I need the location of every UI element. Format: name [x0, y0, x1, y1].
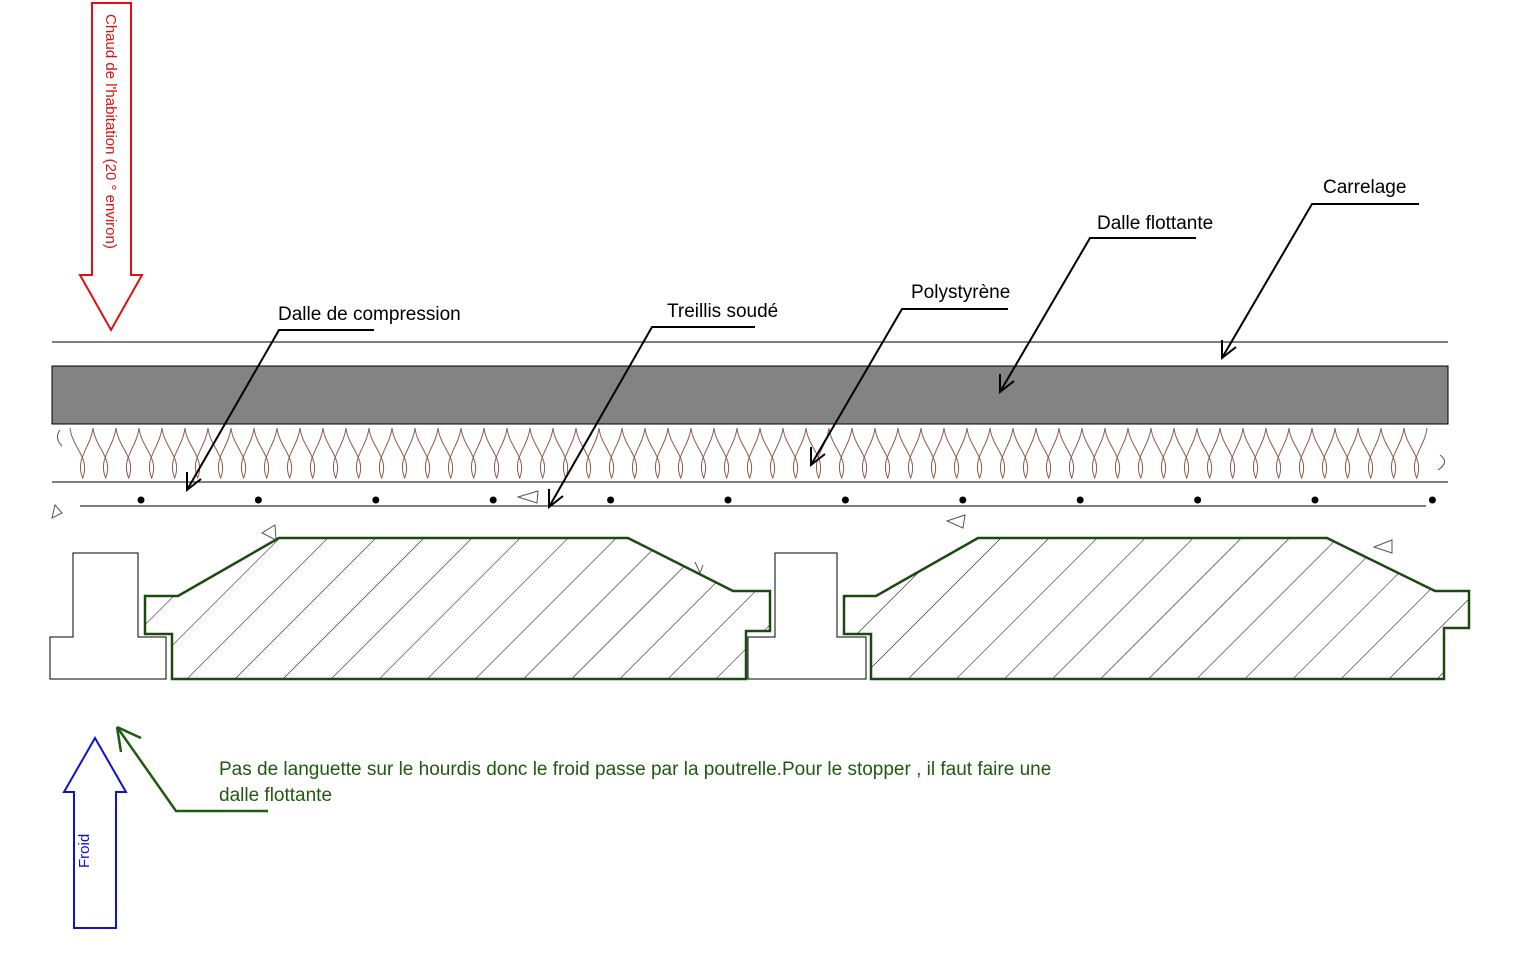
note-line-1: Pas de languette sur le hourdis donc le … — [219, 759, 1051, 780]
hourdis-right — [842, 536, 1471, 681]
leader-dalle-compression — [186, 329, 374, 493]
mesh-dot — [841, 496, 849, 504]
mesh-dot — [1311, 496, 1319, 504]
hot-arrow-label: Chaud de l'habitation (20 ° environ) — [102, 14, 119, 249]
polystyrene-layer — [52, 423, 1448, 483]
cold-arrow-label: Froid — [76, 834, 93, 868]
leader-carrelage — [1221, 203, 1419, 361]
mesh-dot — [959, 496, 967, 504]
label-carrelage: Carrelage — [1323, 177, 1406, 198]
mesh-dot — [724, 496, 732, 504]
leader-dalle-flottante — [999, 237, 1196, 395]
leader-treillis-soude — [548, 326, 755, 510]
poutrelle-left — [49, 552, 167, 680]
mesh-dot — [1194, 496, 1202, 504]
mesh-dot — [137, 496, 145, 504]
label-dalle-flottante: Dalle flottante — [1097, 213, 1213, 234]
leader-polystyrene — [810, 308, 1008, 468]
mesh-dot — [489, 496, 497, 504]
mesh-dot — [607, 496, 615, 504]
mesh-dot — [1076, 496, 1084, 504]
mesh-dot — [1428, 496, 1436, 504]
mesh-dot — [372, 496, 380, 504]
hourdis-left — [143, 536, 772, 681]
aggregate-marks — [51, 490, 1393, 575]
poutrelle-middle — [747, 552, 867, 680]
mesh-dot — [254, 496, 262, 504]
label-dalle-compression: Dalle de compression — [278, 304, 461, 325]
hot-arrow — [78, 2, 144, 333]
leader-note — [115, 725, 268, 813]
label-polystyrene: Polystyrène — [911, 282, 1010, 303]
treillis-dots — [137, 496, 1436, 504]
dalle-flottante-band — [51, 365, 1449, 425]
note-line-2: dalle flottante — [219, 785, 332, 806]
cold-arrow — [62, 735, 128, 929]
label-treillis-soude: Treillis soudé — [667, 301, 778, 322]
